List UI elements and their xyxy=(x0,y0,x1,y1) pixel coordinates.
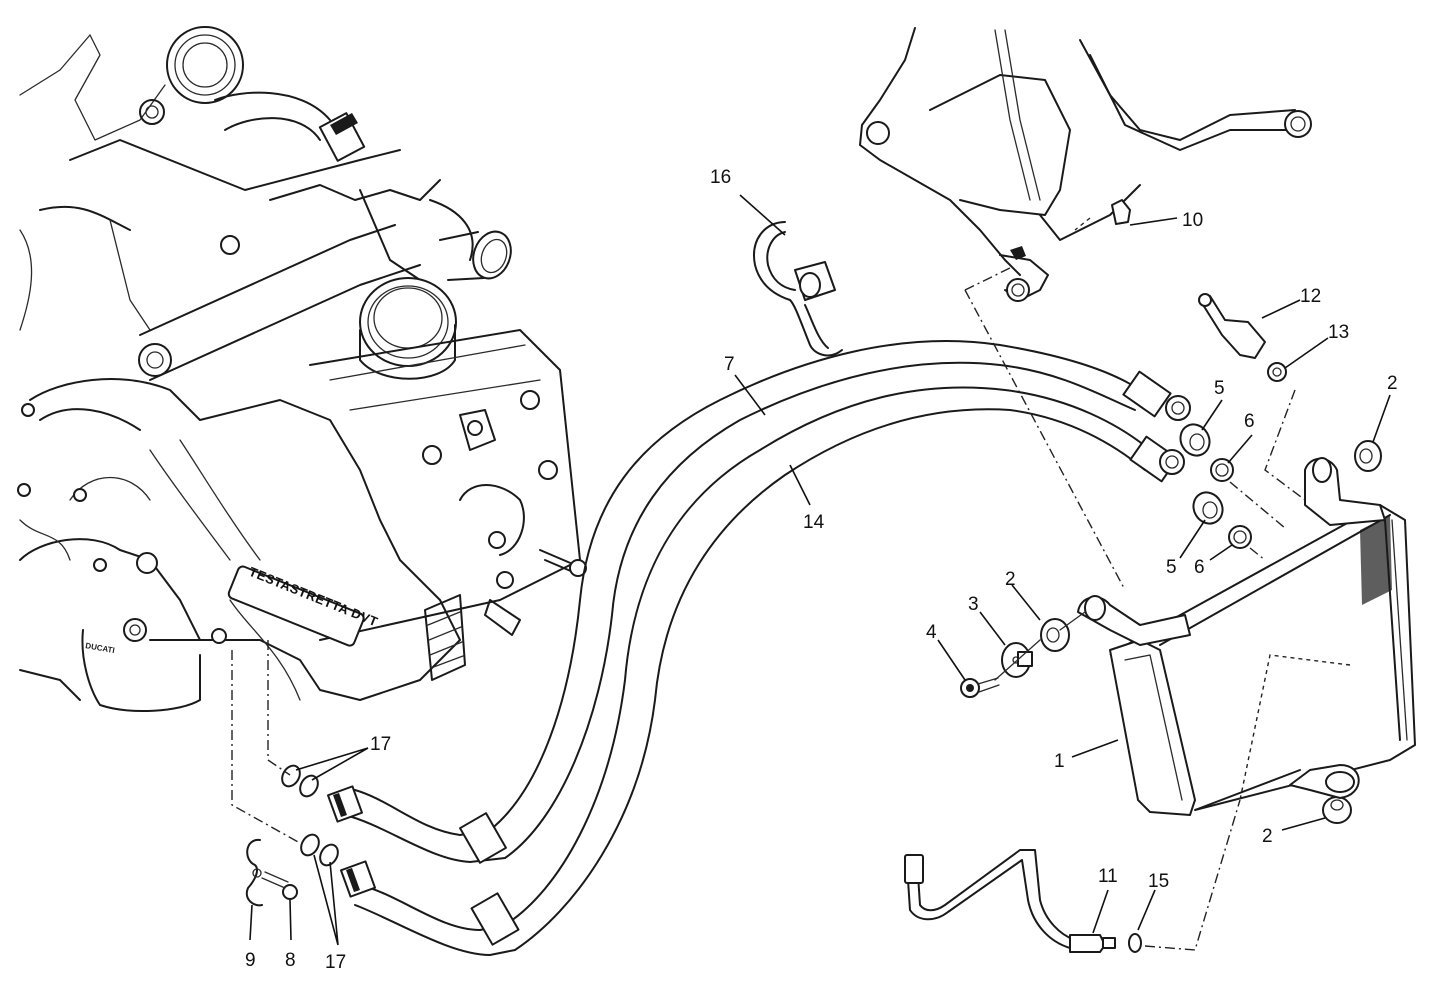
part-seal-17-group xyxy=(281,764,339,867)
part-oil-cooler-1 xyxy=(1077,457,1416,816)
assembly-centerlines xyxy=(231,267,1306,951)
part-bushing-3 xyxy=(1001,642,1033,678)
part-clip-10 xyxy=(1074,199,1131,231)
part-grommet-2-bottom xyxy=(1322,796,1352,824)
callout-10: 10 xyxy=(1182,210,1203,231)
callout-17-lower: 17 xyxy=(325,952,346,973)
callout-4: 4 xyxy=(926,622,937,643)
callout-9: 9 xyxy=(245,950,256,971)
part-washer-6-lower xyxy=(1228,525,1252,549)
callout-11: 11 xyxy=(1098,866,1118,887)
filter-decal-text: DUCATI xyxy=(85,641,116,655)
part-washer-15 xyxy=(1128,933,1142,953)
callout-5-upper: 5 xyxy=(1214,378,1225,399)
callout-13: 13 xyxy=(1328,322,1349,343)
callout-7: 7 xyxy=(724,354,735,375)
part-union-5-upper xyxy=(1179,423,1211,457)
callout-17-upper: 17 xyxy=(370,734,391,755)
engine-block: TESTASTRETTA DVT DUCATI xyxy=(17,26,587,712)
part-grommet-2-mid xyxy=(1040,618,1070,652)
callout-5-lower: 5 xyxy=(1166,557,1177,578)
callout-6-lower: 6 xyxy=(1194,557,1205,578)
callout-2-top: 2 xyxy=(1387,373,1398,394)
callout-leaders xyxy=(249,194,1391,946)
callout-2-mid: 2 xyxy=(1005,569,1016,590)
part-screw-8 xyxy=(261,871,298,900)
part-screw-4 xyxy=(960,677,1000,698)
callout-15: 15 xyxy=(1148,871,1169,892)
callout-16: 16 xyxy=(710,167,731,188)
part-grommet-2-top xyxy=(1354,440,1382,472)
part-washer-13 xyxy=(1267,362,1287,382)
engine-decal-plate: TESTASTRETTA DVT xyxy=(227,564,380,647)
callout-1: 1 xyxy=(1054,751,1065,772)
part-hose-clamp-16 xyxy=(753,221,843,357)
part-sensor-12 xyxy=(1198,293,1266,359)
part-temp-sensor-11 xyxy=(904,849,1116,953)
oil-hoses xyxy=(326,340,1191,956)
part-washer-6-upper xyxy=(1210,458,1234,482)
callout-2-bottom: 2 xyxy=(1262,826,1273,847)
callout-6-upper: 6 xyxy=(1244,411,1255,432)
callout-14: 14 xyxy=(803,512,825,533)
callout-8: 8 xyxy=(285,950,296,971)
callout-labels: 16 7 14 10 12 13 5 6 2 5 6 2 3 4 1 2 17 … xyxy=(245,167,1398,973)
part-union-5-lower xyxy=(1192,491,1224,525)
part-clamp-9 xyxy=(245,838,263,907)
callout-12: 12 xyxy=(1300,286,1321,307)
callout-3: 3 xyxy=(968,594,979,615)
frame-bracket xyxy=(859,27,1312,302)
